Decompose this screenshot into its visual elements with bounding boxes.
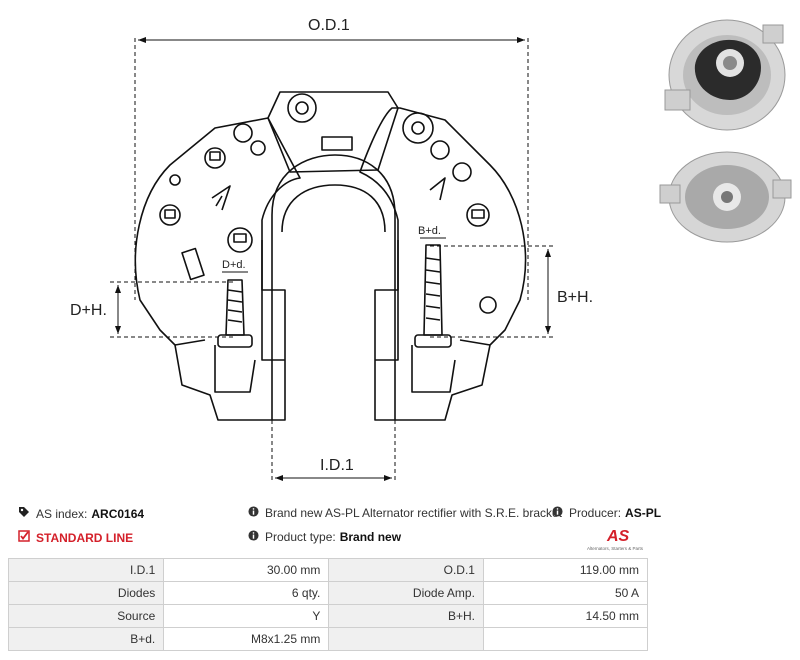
spec-key (328, 627, 484, 651)
left-stud (225, 279, 245, 336)
spec-value: M8x1.25 mm (163, 627, 330, 651)
product-photo-front (655, 5, 795, 140)
spec-value (482, 627, 649, 651)
spec-row: B+d.M8x1.25 mm (7, 627, 649, 651)
svg-text:AS: AS (606, 528, 630, 545)
dh-label: D+H. (70, 302, 107, 319)
as-index: AS index: ARC0164 (18, 506, 144, 521)
product-type-value: Brand new (339, 530, 402, 544)
as-pl-logo: AS Alternators, Starters & Parts (587, 528, 644, 551)
spec-key: I.D.1 (7, 558, 165, 582)
spec-key: Source (7, 604, 165, 628)
spec-value: Y (163, 604, 330, 628)
spec-key: O.D.1 (328, 558, 484, 582)
spec-key: Diode Amp. (328, 581, 484, 605)
description: Brand new AS-PL Alternator rectifier wit… (248, 506, 562, 520)
center-bore-inner (281, 184, 386, 233)
product-type: Product type: Brand new (248, 530, 401, 544)
spec-value: 14.50 mm (482, 604, 649, 628)
info-icon (248, 506, 259, 520)
spec-value: 6 qty. (163, 581, 330, 605)
producer-value: AS-PL (625, 506, 662, 520)
info-icon (552, 506, 563, 520)
spec-key: B+d. (7, 627, 165, 651)
as-index-label: AS index: (36, 506, 88, 521)
as-index-value: ARC0164 (91, 506, 145, 521)
bh-label: B+H. (557, 289, 593, 306)
spec-value: 50 A (482, 581, 649, 605)
bd-label: B+d. (418, 225, 441, 237)
rectifier-top-block (267, 91, 399, 173)
id-label: I.D.1 (320, 457, 354, 474)
center-bore-arch (271, 154, 396, 420)
spec-value: 119.00 mm (482, 558, 649, 582)
product-type-label: Product type: (265, 530, 336, 544)
standard-line: STANDARD LINE (18, 530, 133, 545)
checkbox-icon (18, 530, 30, 545)
producer: Producer: AS-PL (552, 506, 661, 520)
dd-label: D+d. (222, 259, 246, 271)
rectifier-body-outline (134, 117, 301, 421)
description-text: Brand new AS-PL Alternator rectifier wit… (265, 506, 563, 520)
spec-key: Diodes (7, 581, 165, 605)
info-icon (248, 530, 259, 544)
svg-text:Alternators, Starters & Parts: Alternators, Starters & Parts (587, 546, 644, 551)
standard-line-label: STANDARD LINE (36, 530, 134, 545)
product-photo-back (655, 145, 795, 245)
spec-value: 30.00 mm (163, 558, 330, 582)
rectifier-body-outline-right (359, 107, 527, 421)
od-label: O.D.1 (308, 17, 350, 34)
rectifier-technical-drawing: O.D.1 I.D.1 D+H. B+H. D+d. B+d. (70, 17, 593, 481)
tag-icon (18, 506, 30, 521)
spec-key: B+H. (328, 604, 484, 628)
producer-label: Producer: (569, 506, 622, 520)
